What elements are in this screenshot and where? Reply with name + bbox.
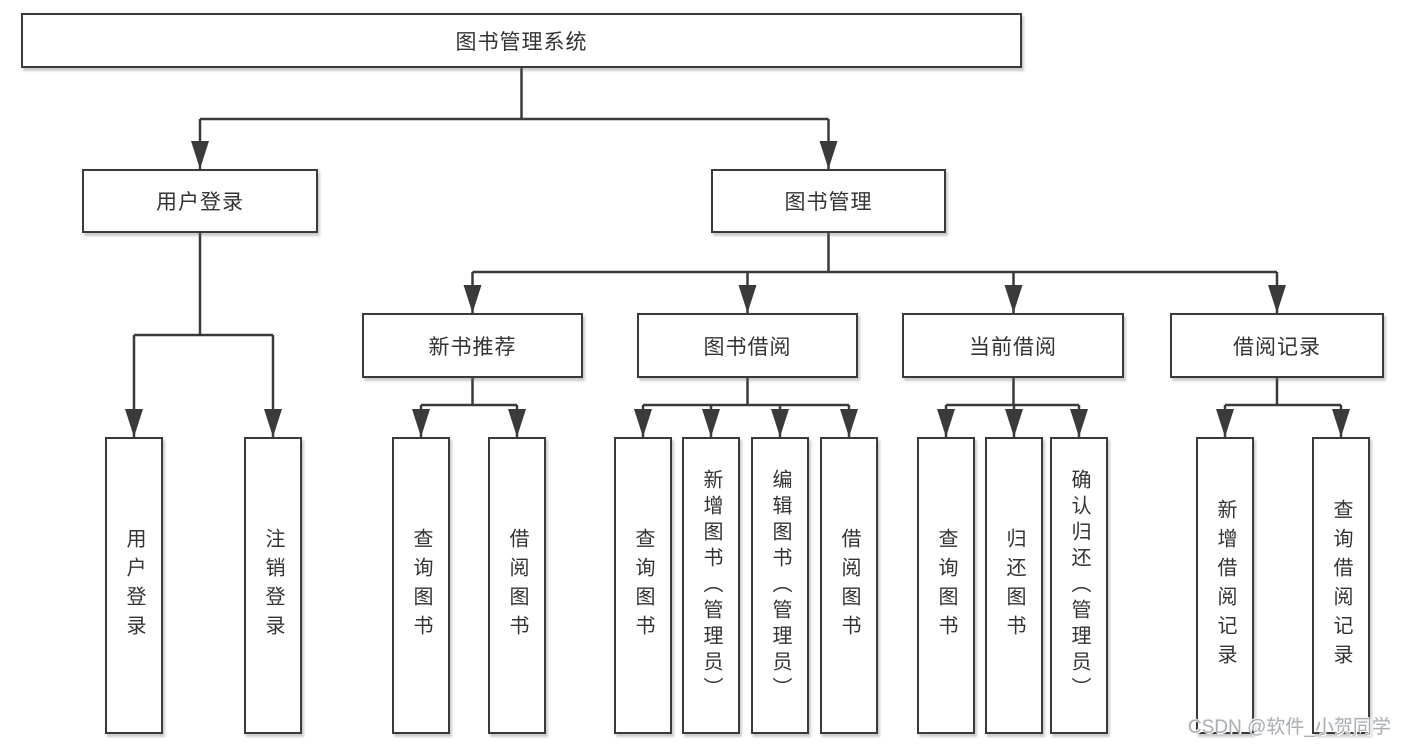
leaf-confirm-return-admin: 确认归还（管理员）: [1050, 437, 1108, 734]
leaf-user-login: 用户登录: [105, 437, 163, 734]
csdn-watermark: CSDN @软件_小贺同学: [1188, 717, 1391, 738]
node-borrowing-records: 借阅记录: [1170, 313, 1384, 378]
leaf-add-borrow-record: 新增借阅记录: [1196, 437, 1254, 734]
leaf-borrow-books-recommend: 借阅图书: [488, 437, 546, 734]
node-user-login: 用户登录: [82, 169, 318, 233]
leaf-borrow-books: 借阅图书: [820, 437, 878, 734]
leaf-return-books: 归还图书: [985, 437, 1043, 734]
leaf-query-books-current: 查询图书: [917, 437, 975, 734]
leaf-query-books-borrow: 查询图书: [614, 437, 672, 734]
leaf-query-borrow-record: 查询借阅记录: [1312, 437, 1370, 734]
leaf-add-books-admin: 新增图书（管理员）: [682, 437, 740, 734]
leaf-logout: 注销登录: [244, 437, 302, 734]
node-book-management: 图书管理: [711, 169, 946, 233]
leaf-edit-books-admin: 编辑图书（管理员）: [751, 437, 809, 734]
node-book-borrowing: 图书借阅: [637, 313, 858, 378]
leaf-query-books-recommend: 查询图书: [392, 437, 450, 734]
node-current-borrowing: 当前借阅: [902, 313, 1124, 378]
node-new-book-recommend: 新书推荐: [362, 313, 583, 378]
node-root-library-system: 图书管理系统: [21, 13, 1022, 68]
